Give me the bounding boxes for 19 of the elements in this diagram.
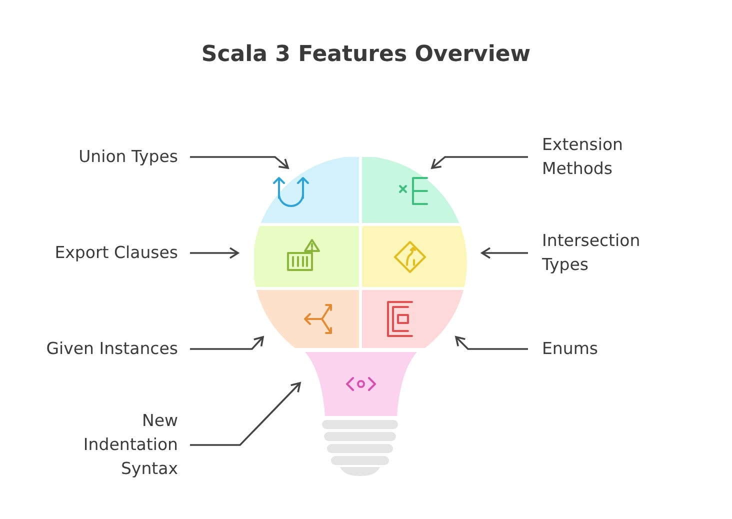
feature-label: New Indentation Syntax [82,410,178,480]
arrow [190,247,239,259]
arrow [190,336,264,350]
bulb-segment [305,352,417,416]
feature-label: Given Instances [45,338,178,360]
feature-label: Export Clauses [54,242,178,264]
arrow [481,247,528,259]
feature-label: Enums [542,338,600,360]
bulb-segment [254,226,359,287]
arrow [455,336,528,350]
feature-label: Intersection Types [542,230,642,276]
arrow [431,156,528,169]
bulb-segment [362,226,467,287]
feature-label: Union Types [78,146,178,168]
bulb-segment [254,290,359,348]
diagram-title: Scala 3 Features Overview [200,42,532,67]
arrow [190,156,289,169]
arrow [190,382,301,446]
feature-label: Extension Methods [542,134,624,180]
